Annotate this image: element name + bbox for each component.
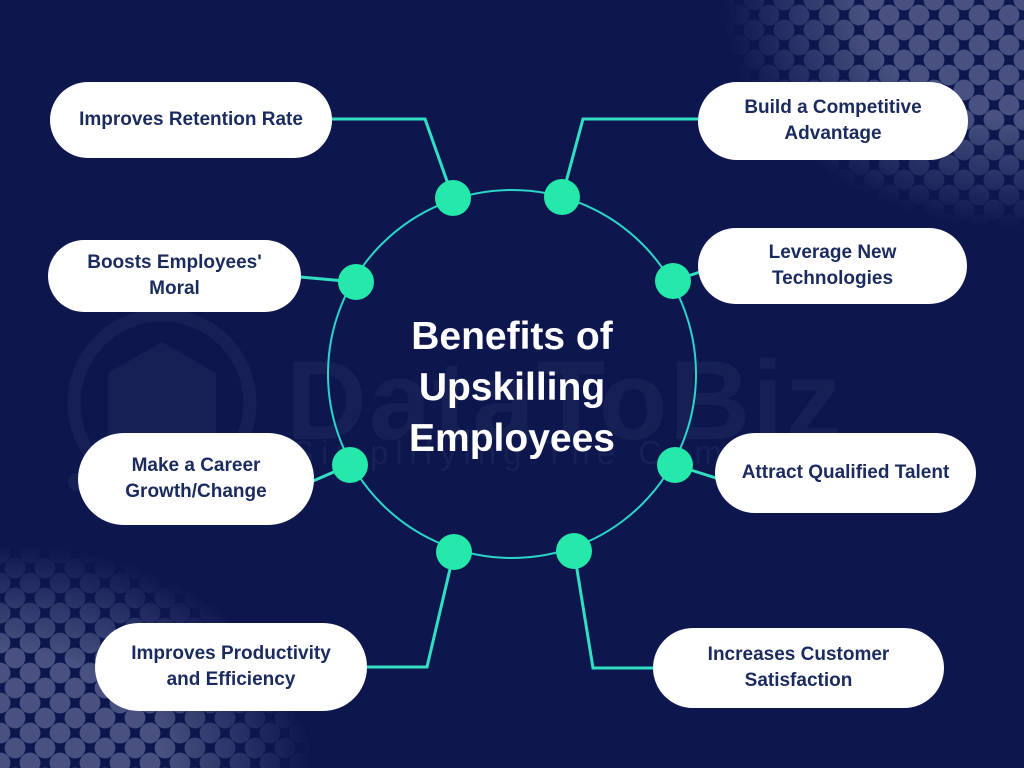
benefit-pill-label: Improves Retention Rate: [79, 109, 303, 131]
benefit-pill-boosts-employees-moral: Boosts Employees' Moral: [48, 240, 301, 312]
center-circle-outline: [327, 189, 697, 559]
benefit-pill-increases-customer-satisfaction: Increases Customer Satisfaction: [653, 628, 944, 708]
benefit-pill-improves-productivity: Improves Productivity and Efficiency: [95, 623, 367, 711]
benefit-pill-label: Attract Qualified Talent: [741, 462, 950, 484]
diagram-title-line-3: Employees: [409, 417, 615, 460]
benefit-pill-label: Make a Career Growth/Change: [125, 455, 267, 502]
node-dot-attract-qualified-talent: [657, 447, 693, 483]
connector-improves-productivity: [367, 551, 456, 669]
diagram-title: Benefits of Upskilling Employees: [352, 311, 672, 464]
connector-increases-customer-satisfaction: [572, 550, 653, 670]
benefit-pill-build-competitive-advantage: Build a Competitive Advantage: [698, 82, 968, 160]
benefit-pill-label: Boosts Employees' Moral: [87, 252, 262, 299]
benefit-pill-label: Build a Competitive Advantage: [744, 97, 922, 144]
connector-build-competitive-advantage: [560, 117, 698, 198]
benefit-pill-label: Leverage New Technologies: [768, 242, 897, 289]
node-dot-improves-productivity: [436, 534, 472, 570]
node-dot-improves-retention-rate: [435, 180, 471, 216]
diagram-title-line-1: Benefits of: [411, 315, 613, 358]
benefit-pill-make-career-growth-change: Make a Career Growth/Change: [78, 433, 314, 525]
benefit-pill-improves-retention-rate: Improves Retention Rate: [50, 82, 332, 158]
node-dot-boosts-employees-moral: [338, 264, 374, 300]
node-dot-build-competitive-advantage: [544, 179, 580, 215]
node-dot-leverage-new-technologies: [655, 263, 691, 299]
benefit-pill-leverage-new-technologies: Leverage New Technologies: [698, 228, 967, 304]
node-dot-increases-customer-satisfaction: [556, 533, 592, 569]
benefit-pill-attract-qualified-talent: Attract Qualified Talent: [715, 433, 976, 513]
diagram-title-line-2: Upskilling: [418, 366, 606, 409]
connector-improves-retention-rate: [332, 117, 455, 199]
benefit-pill-label: Increases Customer Satisfaction: [707, 644, 890, 691]
node-dot-make-career-growth-change: [332, 447, 368, 483]
benefit-pill-label: Improves Productivity and Efficiency: [131, 643, 331, 690]
